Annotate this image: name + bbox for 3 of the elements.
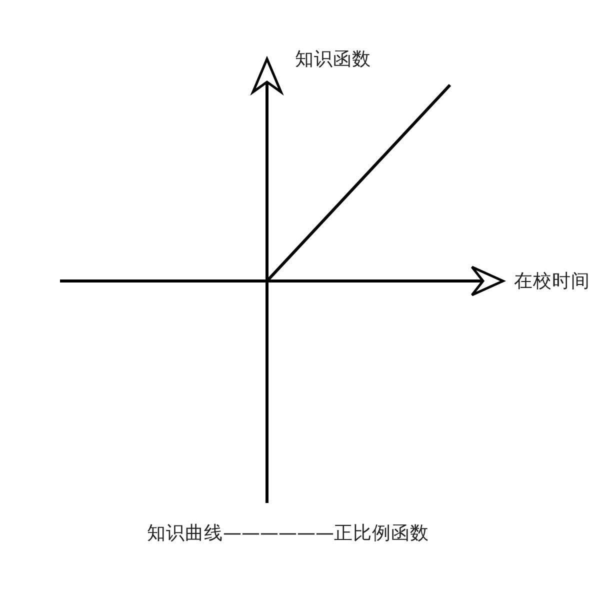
caption: 知识曲线——————正比例函数 xyxy=(147,523,429,546)
y-axis-label: 知识函数 xyxy=(295,49,371,72)
x-axis-label: 在校时间 xyxy=(514,271,590,294)
